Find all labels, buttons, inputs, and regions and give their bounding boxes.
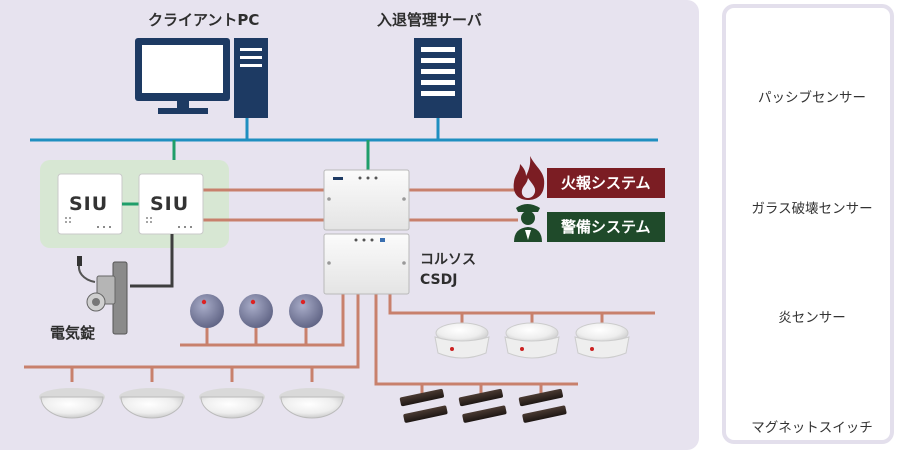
security-system-label: 警備システム bbox=[561, 218, 651, 236]
guard-icon bbox=[514, 204, 542, 242]
legend-passive-sensor-label: パッシブセンサー bbox=[758, 90, 866, 106]
magnet-switches bbox=[399, 388, 567, 423]
lock-wire bbox=[130, 234, 174, 288]
wiring bbox=[24, 188, 655, 398]
legend-flame-sensor-label: 炎センサー bbox=[778, 310, 846, 326]
legend-magnet-switch-label: マグネットスイッチ bbox=[751, 420, 873, 436]
fire-system-box: 火報システム bbox=[547, 168, 665, 198]
client-pc-icon bbox=[135, 38, 268, 118]
passive-sensors bbox=[39, 388, 345, 419]
siu-right-label: SIU bbox=[150, 193, 190, 215]
flame-sensors bbox=[434, 322, 630, 359]
client-pc-label: クライアントPC bbox=[148, 11, 260, 29]
controller-label: コルソス CSDJ bbox=[420, 252, 476, 288]
electric-lock-label: 電気錠 bbox=[50, 324, 96, 342]
security-system-box: 警備システム bbox=[547, 212, 665, 242]
legend-glass-break-sensor-label: ガラス破壊センサー bbox=[751, 201, 873, 217]
electric-lock-icon bbox=[77, 256, 128, 335]
fire-system-label: 火報システム bbox=[561, 174, 651, 192]
flame-icon bbox=[513, 156, 545, 200]
siu-left-label: SIU bbox=[69, 193, 109, 215]
server-icon bbox=[414, 38, 462, 118]
access-server-label: 入退管理サーバ bbox=[377, 11, 482, 29]
glass-break-sensors bbox=[190, 294, 323, 328]
controller-csdj-icon bbox=[323, 169, 410, 295]
legend-panel: パッシブセンサー ガラス破壊センサー 炎センサー マグネットスイッチ bbox=[722, 4, 894, 444]
